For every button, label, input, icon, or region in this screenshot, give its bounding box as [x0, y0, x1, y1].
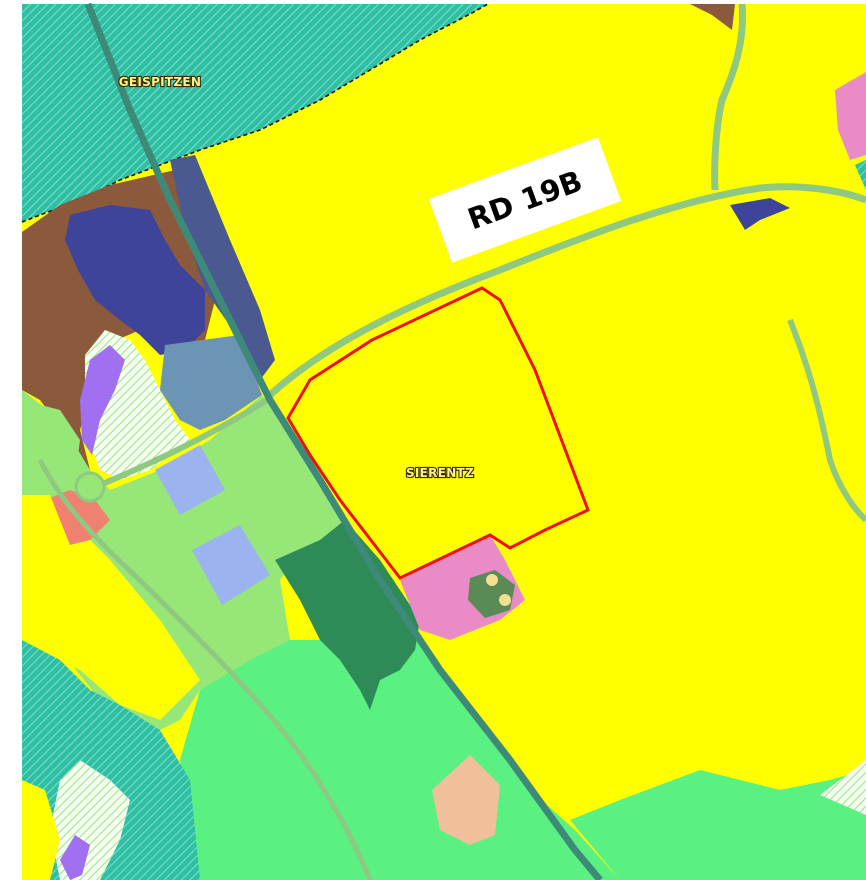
roundabout[interactable]: [74, 471, 106, 503]
agricultural-southwest: [22, 780, 60, 880]
forest-zone-north: [22, 4, 488, 222]
white-hatched-east: [820, 760, 866, 815]
bright-green-zone: [180, 640, 620, 880]
project-boundary[interactable]: [286, 286, 590, 580]
road-label-box: RD 19B: [428, 137, 622, 263]
road-east[interactable]: [787, 318, 866, 523]
commune-boundary-dashed: [21, 3, 489, 223]
road-southwest[interactable]: [37, 458, 373, 880]
violet-zone: [80, 345, 125, 455]
brown-corner-north: [690, 4, 735, 30]
yellow-blob-2: [499, 594, 511, 606]
dark-green-zone: [275, 520, 420, 710]
agricultural-west: [22, 495, 200, 720]
periwinkle-square-2: [192, 525, 270, 605]
periwinkle-square-1: [155, 445, 225, 515]
blue-gray-zone: [160, 335, 262, 430]
road-north-east[interactable]: [711, 3, 747, 191]
place-label-geispitzen: GEISPITZEN: [119, 75, 202, 89]
violet-zone-south: [60, 835, 90, 880]
navy-zone-east: [730, 198, 790, 230]
road-rd19b[interactable]: [267, 183, 866, 398]
light-green-west: [22, 400, 80, 495]
yellow-blob-1: [486, 574, 498, 586]
forest-zone-east: [855, 160, 866, 190]
road-local-west[interactable]: [98, 395, 272, 488]
railway-line: [84, 2, 603, 880]
pink-zone-east: [835, 72, 866, 160]
steel-blue-strip: [170, 155, 275, 380]
peach-zone: [432, 755, 500, 845]
navy-pond: [65, 205, 205, 355]
small-green-block: [468, 570, 515, 618]
place-label-sierentz: SIERENTZ: [406, 466, 474, 480]
bright-green-southeast: [570, 770, 866, 880]
